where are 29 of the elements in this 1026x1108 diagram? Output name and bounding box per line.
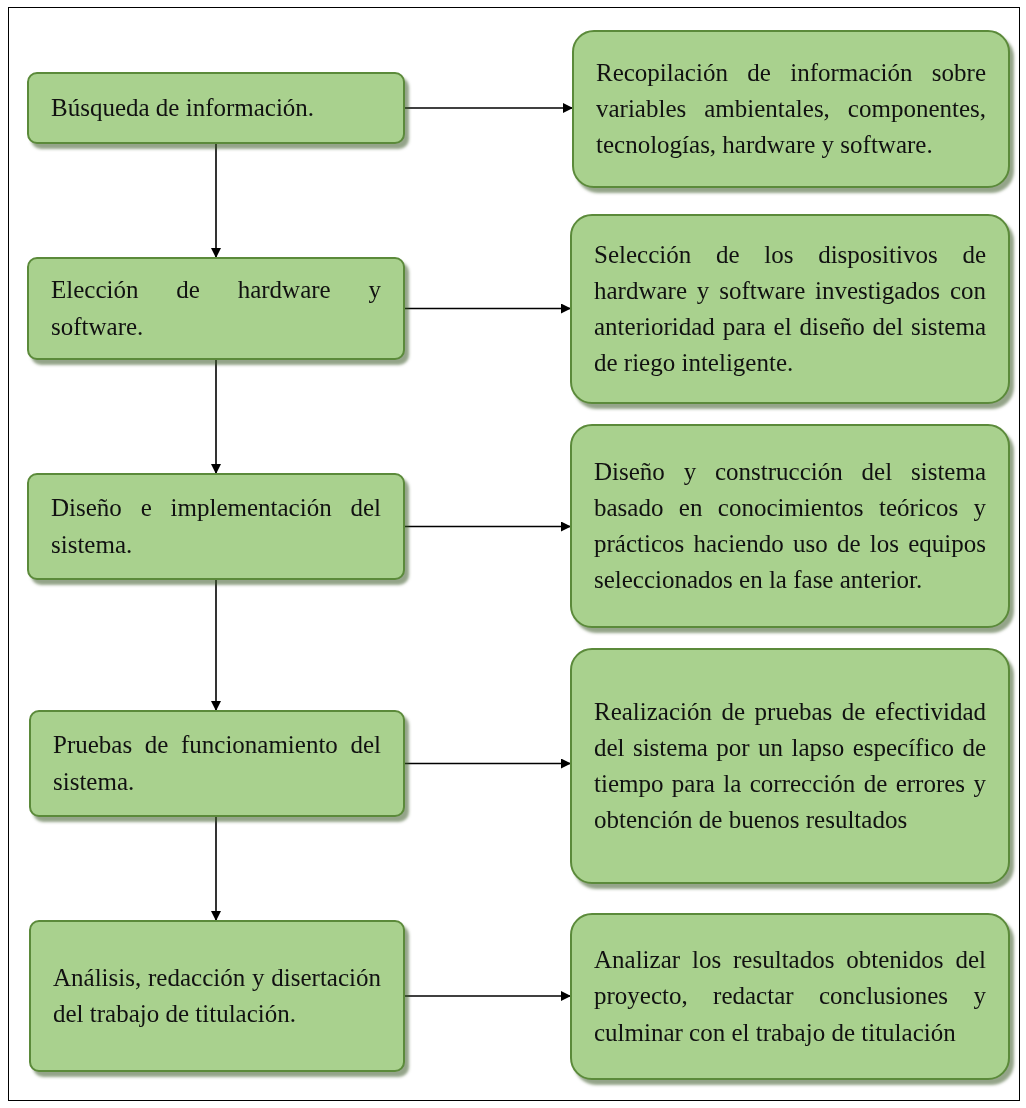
arrow — [211, 579, 221, 711]
node-text: Diseño y construcción del sistema basado en conocimientos teóricos y prácticos haciendo uso de los equipos seleccionados en la fase anterior. — [594, 456, 986, 596]
process-box — [27, 473, 405, 580]
node-text: Selección de los dispositivos de hardware y software investigados con anterioridad para el diseño del sistema de riego inteligente. — [594, 239, 986, 379]
process-box — [29, 920, 405, 1072]
node-text: Búsqueda de información. — [51, 92, 316, 123]
node-text: Realización de pruebas de efectividad del sistema por un lapso específico de tiempo para la corrección de errores y obtención de buenos resultados — [594, 696, 986, 836]
node-text: Análisis, redacción y disertación del trabajo de titulación. — [53, 962, 381, 1029]
description-box — [570, 214, 1010, 404]
node-text: Recopilación de información sobre variables ambientales, componentes, tecnologías, hardware y software. — [596, 57, 986, 161]
description-box — [570, 424, 1010, 628]
process-box — [29, 710, 405, 817]
process-box — [27, 72, 405, 144]
node-text: Elección de hardware y software. — [51, 275, 381, 342]
process-box — [27, 257, 405, 360]
arrow — [404, 303, 571, 314]
arrow — [211, 816, 221, 921]
arrow — [404, 758, 571, 769]
arrow — [404, 991, 571, 1001]
description-box — [570, 648, 1010, 884]
arrow — [404, 521, 571, 532]
node-text: Analizar los resultados obtenidos del proyecto, redactar conclusiones y culminar con el trabajo de titulación — [594, 945, 986, 1048]
description-box — [570, 913, 1010, 1080]
arrow — [211, 143, 221, 258]
node-text: Diseño e implementación del sistema. — [51, 493, 381, 560]
arrow — [211, 359, 221, 474]
description-box — [572, 30, 1010, 188]
node-text: Pruebas de funcionamiento del sistema. — [53, 730, 381, 797]
arrow — [404, 103, 573, 113]
